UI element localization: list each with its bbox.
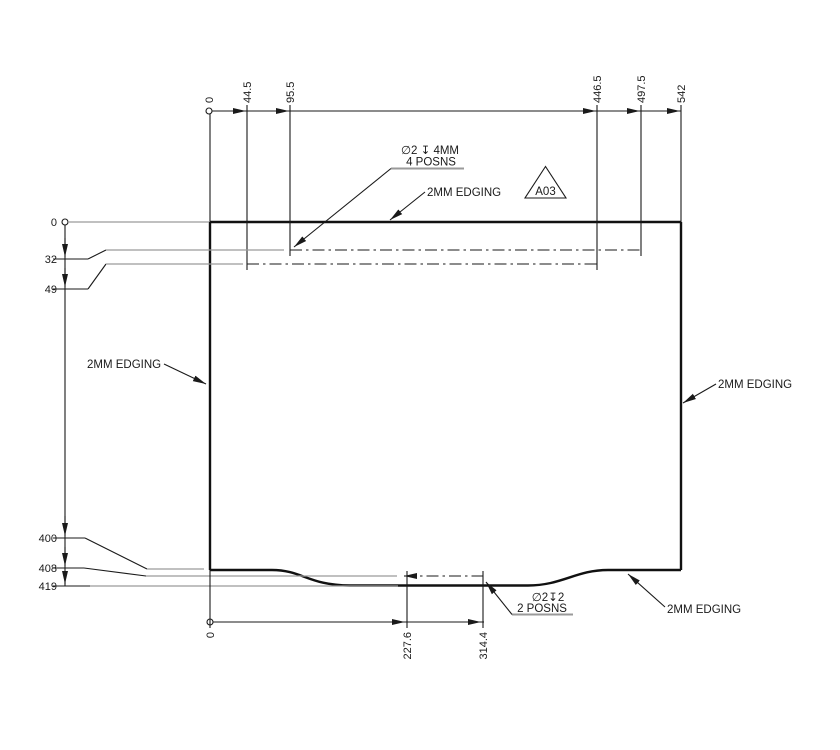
left-jog-49: [87, 263, 107, 290]
top-dim-label-446_5: 446.5: [592, 75, 604, 103]
left-dim-label-408: 408: [39, 563, 57, 575]
edging-leader-top: [389, 191, 426, 221]
edging-leader-right: [682, 383, 717, 404]
left-dim-label-49: 49: [45, 284, 57, 296]
left-dim-label-32: 32: [45, 254, 57, 266]
left-dim-label-400: 400: [39, 533, 57, 545]
revision-label: A03: [535, 186, 555, 198]
panel-bottom-edge-contour: [210, 568, 681, 587]
top-dim-label-0: 0: [204, 97, 216, 103]
edging-label-left: 2MM EDGING: [87, 359, 161, 371]
top-dim-label-542: 542: [676, 85, 688, 103]
bottom-dim-label-227_6: 227.6: [402, 632, 414, 660]
bottom-holes-leader: [485, 581, 513, 615]
edging-leader-bottom: [627, 573, 666, 608]
revision-triangle: [523, 165, 568, 199]
top-holes-callout-line1: ∅2 ↧ 4MM: [401, 145, 459, 157]
top-dim-label-95_5: 95.5: [285, 82, 297, 103]
edging-label-top: 2MM EDGING: [427, 187, 501, 199]
top-holes-leader: [293, 168, 392, 248]
edging-leader-left: [163, 363, 207, 385]
left-dim-label-0: 0: [51, 217, 57, 229]
bottom-dim-label-314_4: 314.4: [478, 632, 490, 660]
left-jog-400: [84, 537, 148, 570]
top-dim-origin-circle: [205, 107, 213, 115]
edging-label-bottom: 2MM EDGING: [667, 604, 741, 616]
left-jog-408: [83, 567, 147, 577]
edging-label-right: 2MM EDGING: [718, 379, 792, 391]
bottom-dim-label-0: 0: [205, 632, 217, 638]
bottom-holes-callout-line1: ∅2↧2: [532, 592, 564, 604]
top-dim-label-497_5: 497.5: [636, 75, 648, 103]
top-holes-callout-line2: 4 POSNS: [406, 157, 456, 169]
bottom-holes-callout-line2: 2 POSNS: [517, 603, 567, 615]
left-jog-32: [87, 249, 107, 260]
left-dim-origin-circle: [61, 218, 69, 226]
top-dim-label-44_5: 44.5: [242, 82, 254, 103]
left-dim-label-419: 419: [39, 581, 57, 593]
